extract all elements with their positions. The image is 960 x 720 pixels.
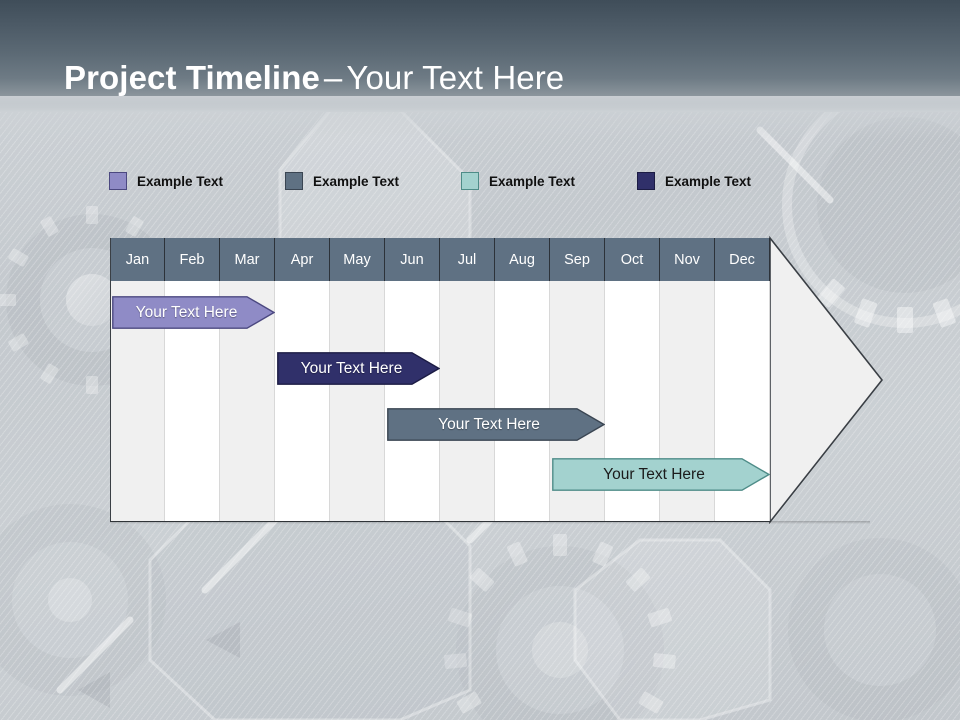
month-header-mar[interactable]: Mar <box>220 238 275 281</box>
legend-swatch-icon <box>637 172 655 190</box>
timeline-month-column[interactable]: Feb <box>165 238 220 522</box>
column-divider <box>659 281 660 522</box>
task-bar-label: Your Text Here <box>438 415 540 433</box>
month-header-aug[interactable]: Aug <box>495 238 550 281</box>
month-header-apr[interactable]: Apr <box>275 238 330 281</box>
timeline-month-column[interactable]: Jan <box>110 238 165 522</box>
page-title-bold: Project Timeline <box>64 59 320 96</box>
legend-item: Example Text <box>461 169 575 193</box>
month-header-dec[interactable]: Dec <box>715 238 770 281</box>
month-header-feb[interactable]: Feb <box>165 238 220 281</box>
column-divider <box>164 281 165 522</box>
legend-swatch-icon <box>461 172 479 190</box>
month-header-sep[interactable]: Sep <box>550 238 605 281</box>
column-divider <box>384 281 385 522</box>
legend-swatch-icon <box>285 172 303 190</box>
month-header-jan[interactable]: Jan <box>110 238 165 281</box>
legend-label: Example Text <box>489 173 576 189</box>
column-divider <box>549 281 550 522</box>
column-divider <box>494 281 495 522</box>
legend-item: Example Text <box>637 169 751 193</box>
page-title-light: Your Text Here <box>346 59 565 96</box>
month-header-jul[interactable]: Jul <box>440 238 495 281</box>
legend-label: Example Text <box>137 173 224 189</box>
column-divider <box>714 281 715 522</box>
task-bar-label: Your Text Here <box>603 465 705 483</box>
timeline-month-column[interactable]: Mar <box>220 238 275 522</box>
column-divider <box>329 281 330 522</box>
header-fade <box>0 96 960 140</box>
chart-bottom-shadow <box>110 521 870 524</box>
timeline-task-bar[interactable]: Your Text Here <box>552 458 770 491</box>
page-title: Project Timeline–Your Text Here <box>64 58 564 98</box>
page-title-dash: – <box>323 59 343 96</box>
column-divider <box>604 281 605 522</box>
month-header-nov[interactable]: Nov <box>660 238 715 281</box>
timeline-task-bar[interactable]: Your Text Here <box>277 352 440 385</box>
legend-item: Example Text <box>109 169 223 193</box>
column-divider <box>219 281 220 522</box>
legend-label: Example Text <box>313 173 400 189</box>
column-divider <box>274 281 275 522</box>
legend-item: Example Text <box>285 169 399 193</box>
legend-label: Example Text <box>665 173 752 189</box>
column-divider <box>439 281 440 522</box>
task-bar-label: Your Text Here <box>300 359 403 377</box>
month-header-oct[interactable]: Oct <box>605 238 660 281</box>
timeline-arrow-head-wrap <box>110 235 884 525</box>
header-band <box>0 0 960 112</box>
timeline-arrow-head-icon <box>769 235 884 525</box>
timeline-month-column[interactable]: Aug <box>495 238 550 522</box>
timeline-task-bar[interactable]: Your Text Here <box>112 296 275 329</box>
month-header-may[interactable]: May <box>330 238 385 281</box>
month-header-jun[interactable]: Jun <box>385 238 440 281</box>
legend-swatch-icon <box>109 172 127 190</box>
task-bar-label: Your Text Here <box>135 303 238 321</box>
timeline-month-column[interactable]: Jul <box>440 238 495 522</box>
column-divider <box>769 281 770 522</box>
timeline-task-bar[interactable]: Your Text Here <box>387 408 605 441</box>
